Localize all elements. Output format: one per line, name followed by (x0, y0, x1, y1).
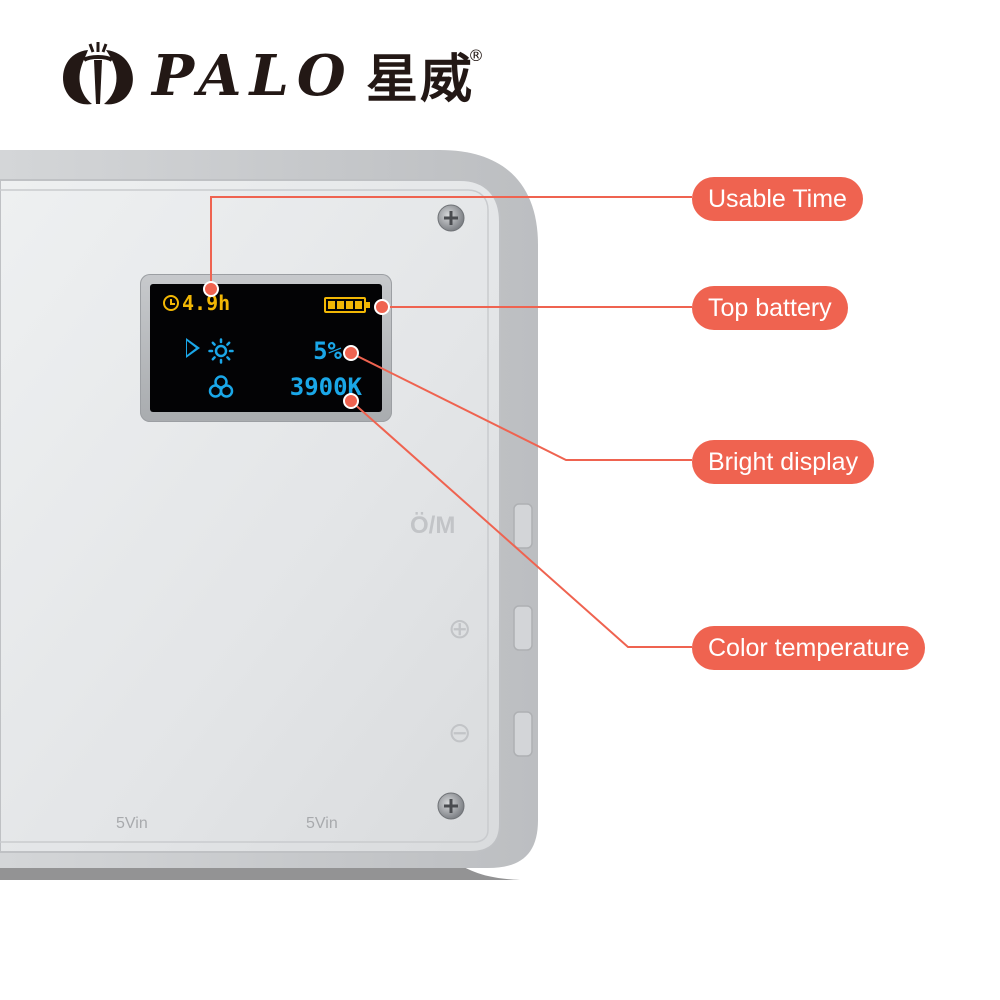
registered-mark: ® (468, 46, 484, 65)
screw-icon (437, 204, 465, 232)
clock-icon (163, 295, 179, 311)
battery-cell (355, 301, 362, 309)
battery-icon (324, 297, 370, 313)
palo-logo-icon (63, 42, 133, 105)
mode-side-button[interactable] (513, 503, 533, 549)
sun-icon (208, 338, 234, 364)
callout-top-battery: Top battery (692, 286, 848, 330)
callout-usable-time: Usable Time (692, 177, 863, 221)
battery-cell (346, 301, 353, 309)
usable-time-value: 4.9h (182, 291, 231, 315)
brand-chinese-name: 星威 (366, 49, 475, 110)
mode-button-label: Ö/M (410, 512, 456, 539)
battery-cell (328, 301, 335, 309)
callout-bright-display: Bright display (692, 440, 875, 484)
brightness-value: 5% (313, 337, 342, 365)
port-label-left: 5Vin (116, 815, 148, 832)
rgb-circles-icon (208, 375, 234, 398)
plus-side-button[interactable] (513, 605, 533, 651)
battery-cell (337, 301, 344, 309)
port-label-right: 5Vin (306, 815, 338, 832)
selection-pointer-icon (186, 338, 200, 358)
minus-side-button[interactable] (513, 711, 533, 757)
color-temperature-value: 3900K (289, 373, 362, 401)
minus-button-label: ⊖ (448, 717, 472, 748)
plus-button-label: ⊕ (448, 613, 472, 644)
callout-color-temperature: Color temperature (692, 626, 926, 670)
usable-time-readout: 4.9h (163, 290, 230, 316)
screw-icon (437, 792, 465, 820)
brand-name: PALO (152, 43, 354, 109)
